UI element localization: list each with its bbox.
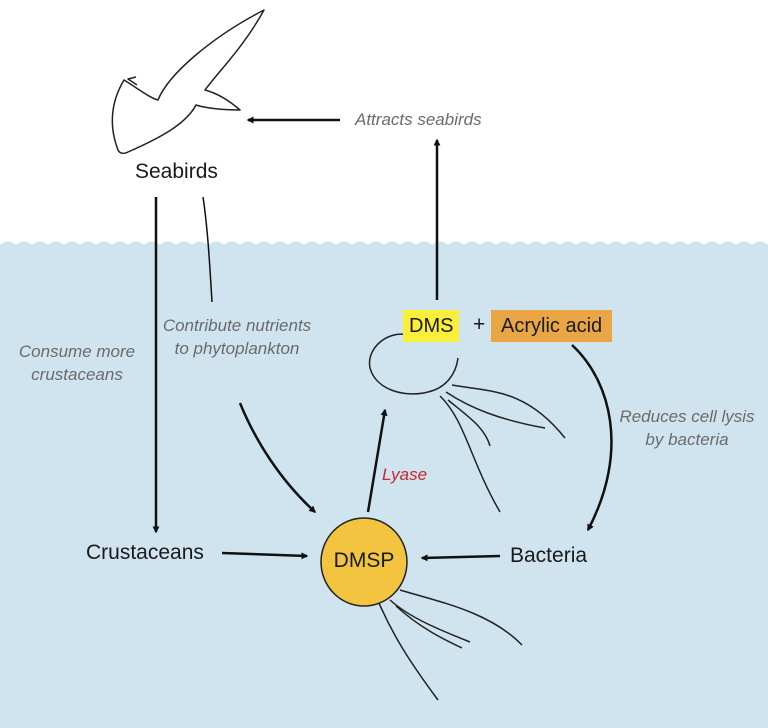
ocean-water [0,241,768,728]
seabirds-label: Seabirds [135,160,218,183]
phytoplankton-cell-icon [368,333,566,513]
arrow-contribute-to-dmsp [238,402,317,513]
arrow-acrylic-to-bacteria [571,344,613,532]
seabird-icon [111,9,265,155]
arrow-lyase [366,408,388,513]
attracts-seabirds-note: Attracts seabirds [355,110,482,129]
plus-sign: + [473,313,486,336]
dmsp-cell-flagella [375,589,523,701]
connector-lines [202,196,213,303]
consume-more-note: Consume more crustaceans [18,342,136,384]
contribute-nutrients-note: Contribute nutrients to phytoplankton [162,316,312,358]
crustaceans-label: Crustaceans [86,541,204,564]
reduces-lysis-note: Reduces cell lysis by bacteria [619,407,755,449]
dmsp-label: DMSP [333,549,395,572]
acrylic-acid-box: Acrylic acid [491,310,613,342]
dms-box: DMS [403,310,460,342]
lyase-label: Lyase [382,465,428,484]
arrows [152,116,613,562]
arrow-bacteria-to-dmsp [420,554,501,562]
bacteria-label: Bacteria [510,544,588,567]
dmsp-cell [320,517,408,607]
arrow-crustaceans-to-dmsp [221,551,309,560]
